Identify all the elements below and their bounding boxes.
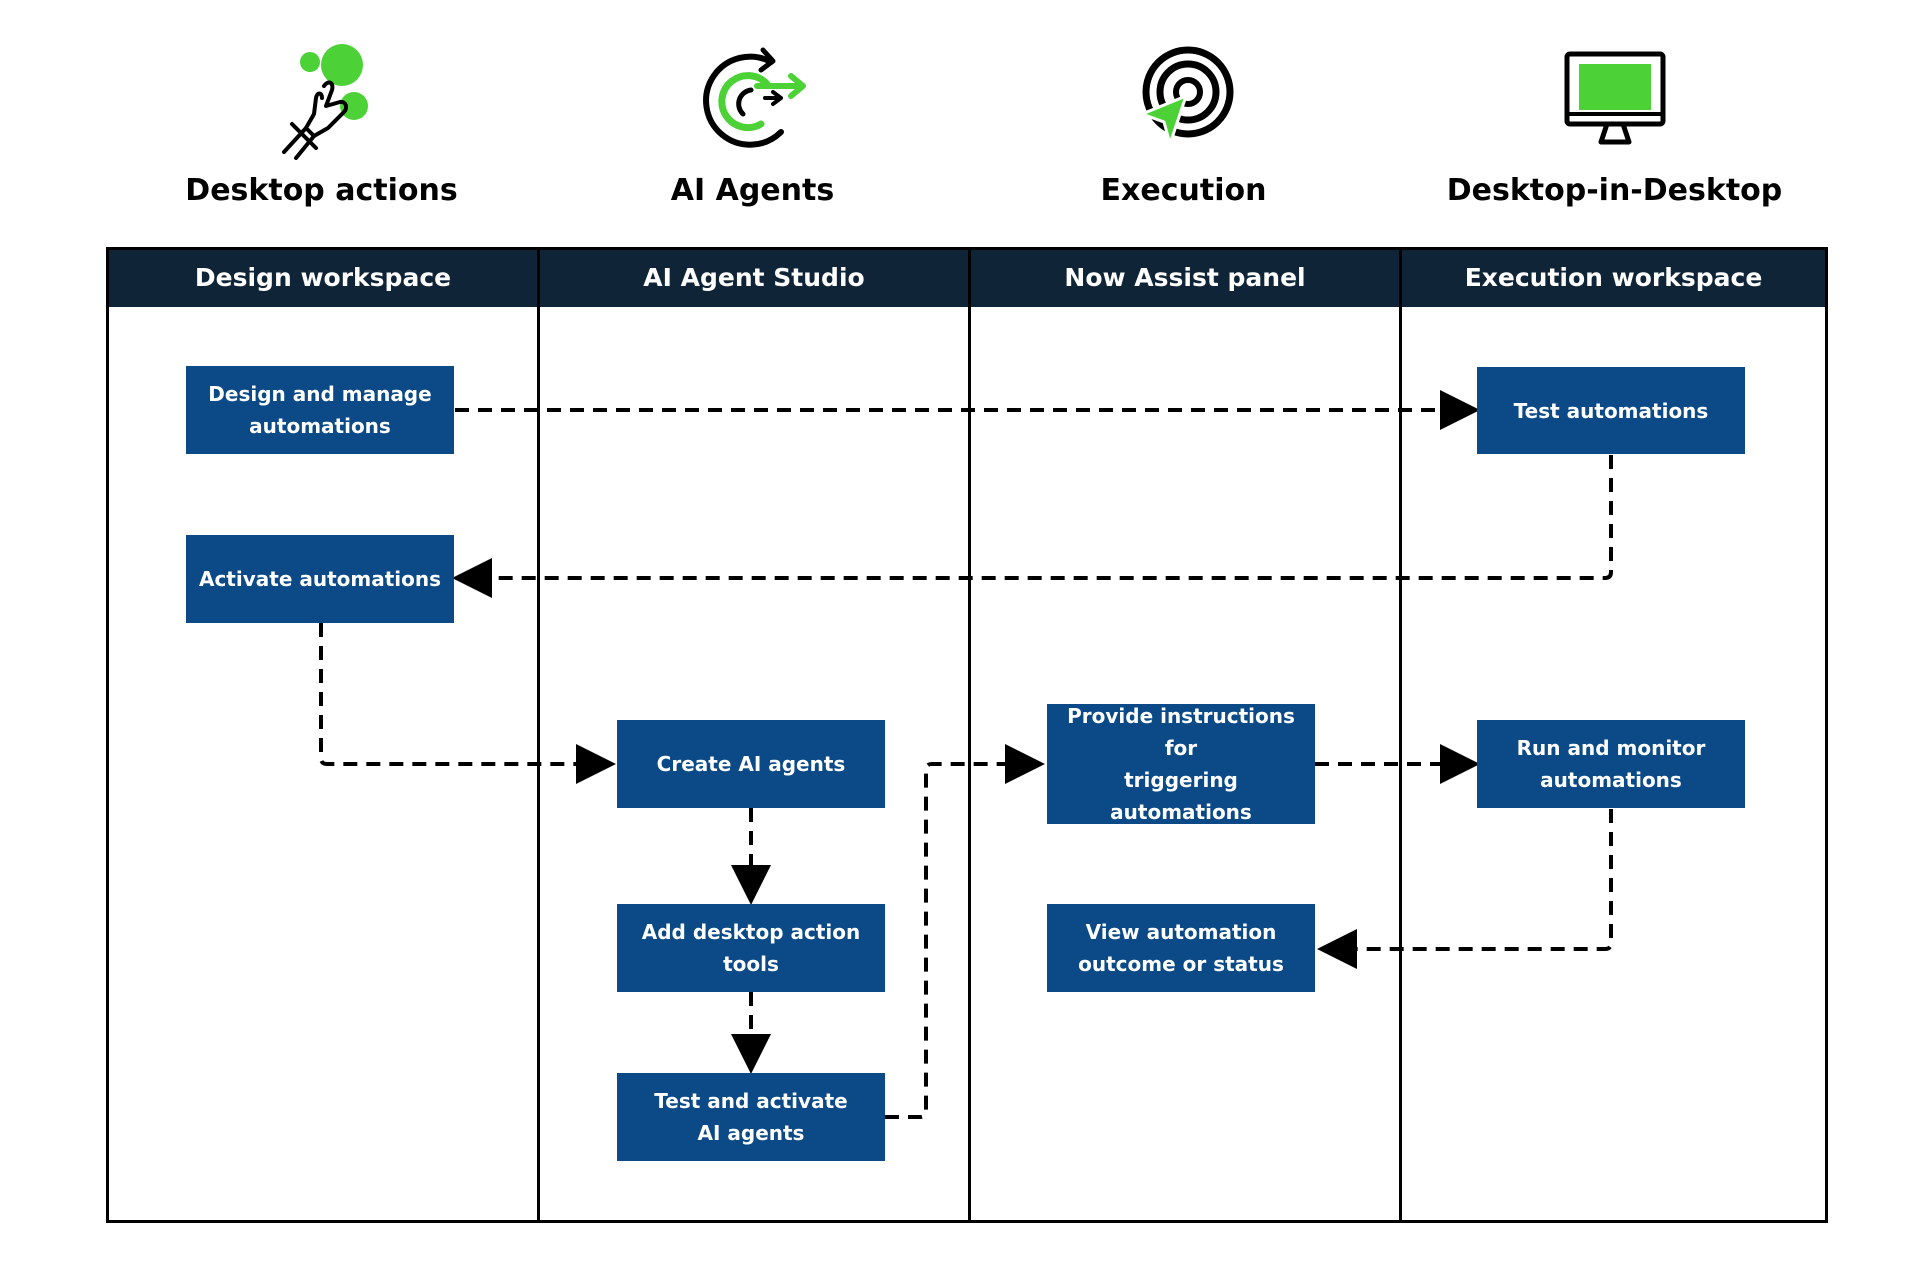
column-divider (537, 250, 540, 1220)
category-label: Execution (1100, 173, 1267, 208)
monitor-icon (1564, 51, 1665, 145)
column-header-design-workspace: Design workspace (194, 263, 452, 292)
category-label: Desktop-in-Desktop (1446, 173, 1783, 208)
circular-arrows-icon (702, 47, 806, 148)
column-divider (1399, 250, 1402, 1220)
column-header-execution-workspace: Execution workspace (1464, 263, 1763, 292)
box-activate-automations: Activate automations (186, 535, 454, 623)
column-header-now-assist-panel: Now Assist panel (1064, 263, 1306, 292)
swimlane-header (109, 250, 1825, 307)
box-view-outcome: View automation outcome or status (1047, 904, 1315, 992)
column-header-ai-agent-studio: AI Agent Studio (643, 263, 865, 292)
box-provide-instructions: Provide instructions for triggering auto… (1047, 704, 1315, 824)
box-create-ai-agents: Create AI agents (617, 720, 885, 808)
box-design-and-manage: Design and manage automations (186, 366, 454, 454)
target-cursor-icon (1140, 46, 1233, 146)
swimlane-diagram: Design workspace AI Agent Studio Now Ass… (106, 247, 1828, 1223)
box-test-and-activate: Test and activate AI agents (617, 1073, 885, 1161)
category-label: AI Agents (670, 173, 835, 208)
box-test-automations: Test automations (1477, 367, 1745, 454)
box-add-desktop-action-tools: Add desktop action tools (617, 904, 885, 992)
box-run-and-monitor: Run and monitor automations (1477, 720, 1745, 808)
category-label: Desktop actions (185, 173, 458, 208)
pointing-hand-icon (281, 44, 368, 160)
column-divider (968, 250, 971, 1220)
